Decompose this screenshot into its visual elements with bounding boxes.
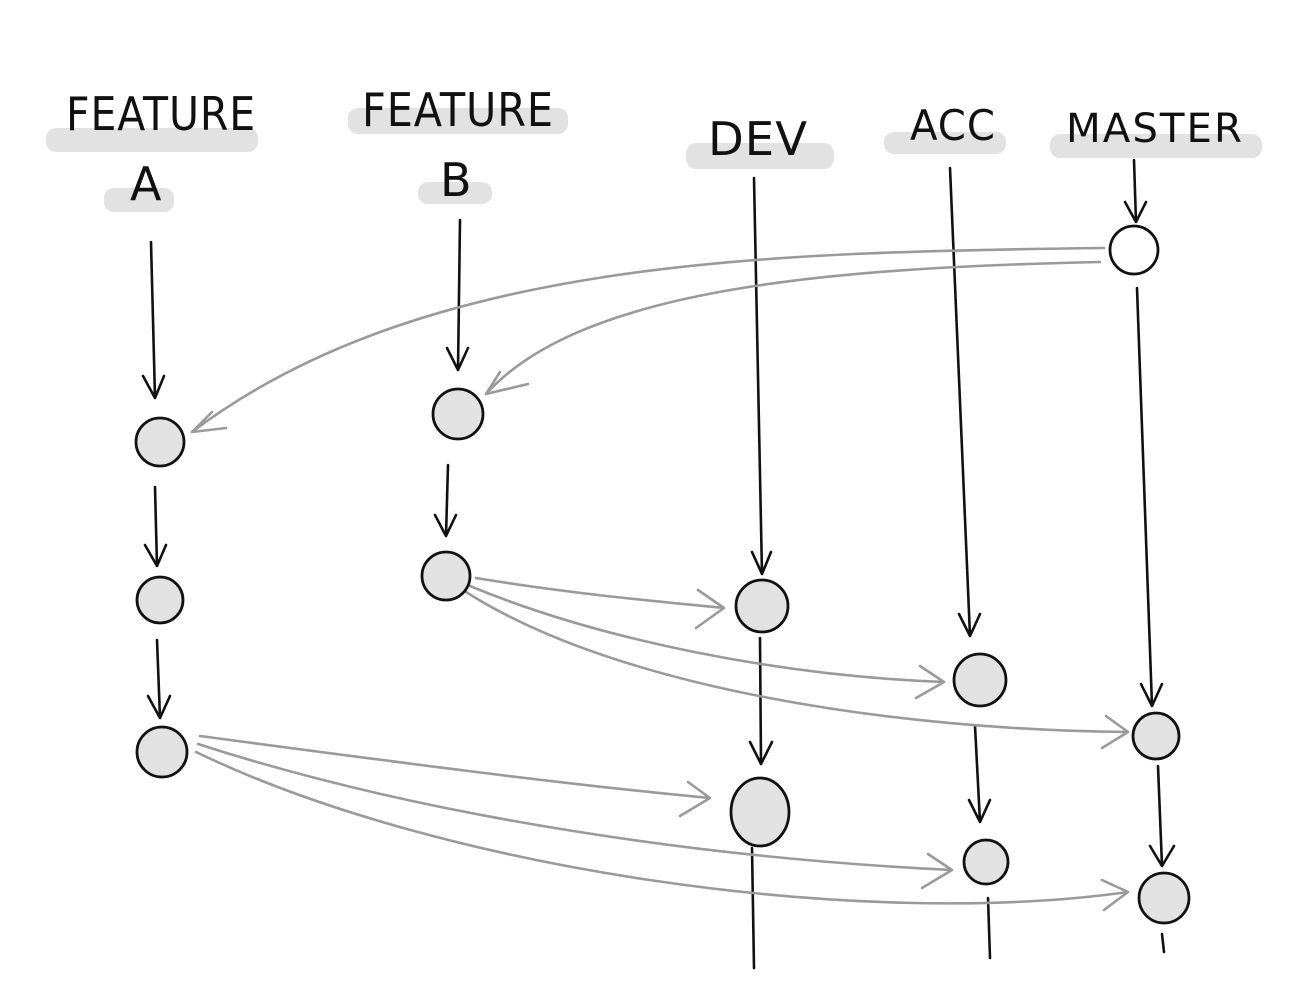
- feature-b-label-line1: FEATURE: [362, 83, 554, 137]
- master-arrow-2: [1148, 764, 1176, 868]
- label-highlights: [46, 108, 1262, 212]
- acc-commit-2: [962, 838, 1010, 886]
- feature-a-label-line2: A: [130, 157, 162, 211]
- feature-b-commit-1: [431, 387, 485, 441]
- feature-b-label-line2: B: [440, 153, 473, 207]
- acc-label: ACC: [910, 101, 996, 150]
- feature-a-to-dev-arrow: [198, 734, 712, 818]
- feature-a-arrow-3: [146, 638, 172, 720]
- commits: [134, 224, 1191, 925]
- feature-a-commit-1: [134, 416, 186, 468]
- acc-arrow-1: [948, 166, 982, 638]
- feature-a-arrow-2: [143, 485, 168, 568]
- feature-a-commit-3: [135, 725, 189, 779]
- branch-labels: FEATURE A FEATURE B DEV ACC MASTER: [66, 83, 1244, 211]
- dev-label: DEV: [708, 112, 808, 166]
- dev-commit-2: [729, 776, 791, 848]
- master-to-feature-b-arrow: [484, 260, 1102, 396]
- branch-flow-arrows: [141, 158, 1176, 970]
- feature-b-to-dev-arrow: [474, 576, 726, 630]
- dev-arrow-2: [748, 636, 774, 766]
- master-commit-2: [1137, 871, 1191, 925]
- feature-b-highlight-2: [418, 182, 492, 204]
- feature-b-commit-2: [420, 550, 472, 602]
- dev-highlight: [686, 143, 834, 169]
- feature-a-label-line1: FEATURE: [66, 87, 256, 141]
- acc-commit-1: [952, 652, 1008, 708]
- dev-line-tail: [750, 846, 756, 970]
- master-commit-1: [1131, 711, 1181, 761]
- feature-b-arrow-2: [433, 463, 458, 538]
- master-highlight: [1050, 134, 1262, 158]
- feature-b-to-master-arrow: [464, 590, 1130, 750]
- acc-line-tail: [986, 896, 992, 960]
- acc-arrow-2: [967, 724, 992, 824]
- dev-arrow-1: [750, 176, 773, 576]
- feature-a-to-acc-arrow: [196, 742, 954, 890]
- feature-b-arrow-1: [445, 218, 470, 372]
- feature-b-highlight-1: [348, 108, 568, 134]
- master-arrow-1: [1135, 286, 1164, 708]
- merge-arrows: [190, 246, 1130, 912]
- master-commit-head: [1108, 224, 1160, 276]
- master-arrow-0: [1123, 158, 1148, 224]
- feature-a-highlight-2: [104, 188, 174, 212]
- feature-b-to-acc-arrow: [468, 584, 946, 700]
- feature-a-arrow-1: [141, 240, 166, 400]
- master-label: MASTER: [1066, 106, 1244, 152]
- master-line-tail: [1160, 932, 1166, 954]
- dev-commit-1: [734, 578, 790, 634]
- feature-a-highlight-1: [46, 128, 258, 152]
- acc-highlight: [884, 132, 1006, 154]
- feature-a-commit-2: [135, 575, 185, 625]
- master-to-feature-a-arrow: [190, 246, 1106, 434]
- feature-a-to-master-arrow: [194, 750, 1130, 912]
